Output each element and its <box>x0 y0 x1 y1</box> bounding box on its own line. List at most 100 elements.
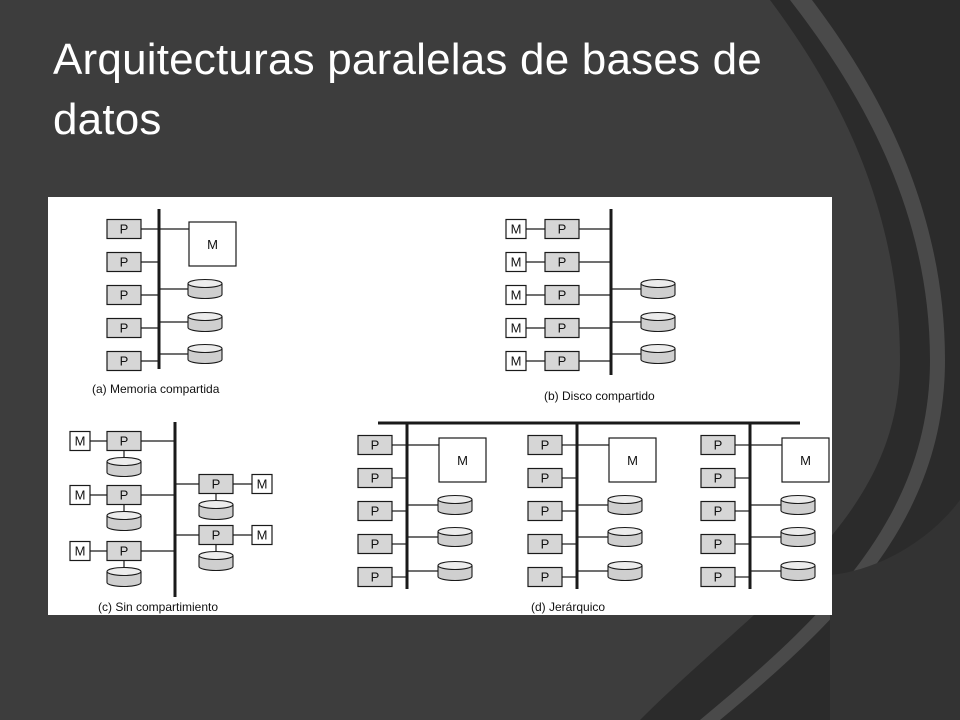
processor-node: P <box>106 284 142 306</box>
memory-node: M <box>505 218 527 240</box>
memory-label: M <box>800 453 811 468</box>
processor-label: P <box>541 570 550 585</box>
memory-node: M <box>505 284 527 306</box>
memory-label: M <box>511 288 522 303</box>
processor-node: P <box>700 467 736 489</box>
processor-node: P <box>544 251 580 273</box>
disk-top <box>106 456 142 467</box>
processor-node: P <box>700 500 736 522</box>
disk-icon <box>780 526 816 548</box>
disk-top <box>106 510 142 521</box>
disk-top <box>437 526 473 537</box>
disk-top <box>607 526 643 537</box>
caption-d: (d) Jerárquico <box>531 600 605 614</box>
shared-memory-node: M <box>781 437 830 483</box>
processor-node: P <box>544 218 580 240</box>
processor-node: P <box>527 533 563 555</box>
disk-icon <box>437 560 473 582</box>
disk-top <box>607 560 643 571</box>
memory-node: M <box>69 484 91 506</box>
disk-top <box>437 494 473 505</box>
processor-label: P <box>541 438 550 453</box>
processor-node: P <box>544 284 580 306</box>
processor-label: P <box>120 544 129 559</box>
processor-label: P <box>714 471 723 486</box>
processor-node: P <box>527 566 563 588</box>
processor-node: P <box>357 467 393 489</box>
memory-box <box>251 473 273 495</box>
disk-top <box>106 566 142 577</box>
processor-label: P <box>120 222 129 237</box>
processor-node: P <box>357 434 393 456</box>
processor-label: P <box>714 570 723 585</box>
processor-label: P <box>541 537 550 552</box>
processor-node: P <box>198 524 234 546</box>
processor-label: P <box>212 477 221 492</box>
disk-icon <box>607 560 643 582</box>
processor-label: P <box>558 222 567 237</box>
disk-icon <box>198 550 234 572</box>
memory-label: M <box>257 477 268 492</box>
processor-label: P <box>558 255 567 270</box>
memory-node: M <box>251 524 273 546</box>
memory-label: M <box>75 434 86 449</box>
memory-label: M <box>511 222 522 237</box>
processor-label: P <box>714 537 723 552</box>
disk-top <box>187 311 223 322</box>
disk-top <box>198 550 234 561</box>
processor-label: P <box>541 471 550 486</box>
processor-node: P <box>357 566 393 588</box>
slide-title: Arquitecturas paralelas de bases de dato… <box>53 35 762 144</box>
shared-memory-box <box>781 437 830 483</box>
processor-node: P <box>527 467 563 489</box>
disk-icon <box>106 566 142 588</box>
caption-c: (c) Sin compartimiento <box>98 600 218 614</box>
disk-top <box>780 526 816 537</box>
processor-label: P <box>714 438 723 453</box>
processor-label: P <box>558 354 567 369</box>
shared-memory-node: M <box>608 437 657 483</box>
disk-icon <box>640 311 676 333</box>
memory-node: M <box>505 317 527 339</box>
background-corner-shape <box>830 500 960 720</box>
processor-label: P <box>212 528 221 543</box>
memory-node: M <box>251 473 273 495</box>
processor-node: P <box>700 533 736 555</box>
disk-icon <box>106 456 142 478</box>
processor-node: P <box>106 430 142 452</box>
memory-label: M <box>511 354 522 369</box>
disk-top <box>437 560 473 571</box>
shared-memory-node: M <box>438 437 487 483</box>
caption-b: (b) Disco compartido <box>544 389 655 403</box>
memory-label: M <box>257 528 268 543</box>
memory-box <box>251 524 273 546</box>
disk-icon <box>780 494 816 516</box>
processor-label: P <box>120 354 129 369</box>
memory-label: M <box>457 453 468 468</box>
processor-label: P <box>371 471 380 486</box>
processor-node: P <box>106 540 142 562</box>
disk-icon <box>607 494 643 516</box>
processor-label: P <box>120 434 129 449</box>
disk-top <box>187 278 223 289</box>
shared-memory-node: M <box>188 221 237 267</box>
processor-node: P <box>700 566 736 588</box>
disk-icon <box>198 499 234 521</box>
processor-node: P <box>527 434 563 456</box>
processor-label: P <box>714 504 723 519</box>
disk-top <box>780 494 816 505</box>
disk-icon <box>607 526 643 548</box>
disk-top <box>198 499 234 510</box>
memory-label: M <box>627 453 638 468</box>
shared-memory-box <box>608 437 657 483</box>
processor-label: P <box>558 288 567 303</box>
caption-a: (a) Memoria compartida <box>92 382 220 396</box>
processor-node: P <box>106 218 142 240</box>
disk-top <box>607 494 643 505</box>
processor-label: P <box>120 288 129 303</box>
processor-label: P <box>541 504 550 519</box>
disk-icon <box>437 526 473 548</box>
disk-icon <box>106 510 142 532</box>
